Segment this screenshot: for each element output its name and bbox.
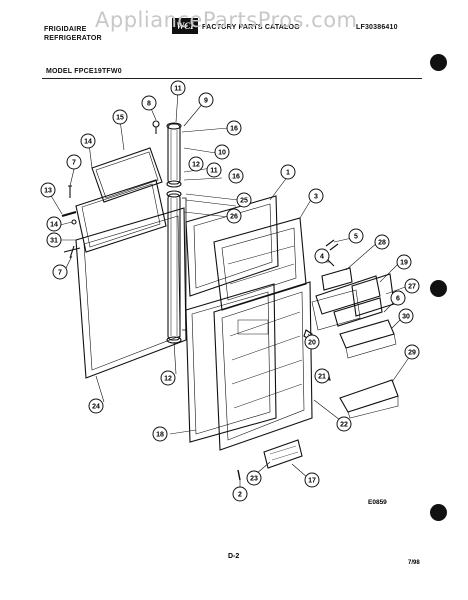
callout-label-19: 19 [400,260,408,267]
callout-label-5: 5 [354,234,358,241]
model-label: MODEL FPCE19TFW0 [46,68,122,75]
callout-circle-20 [304,334,320,350]
fresh-food-gasket [185,283,277,443]
callout-circle-6 [390,290,406,306]
callout-circle-29 [404,344,420,360]
callout-label-25: 25 [240,198,248,205]
callout-label-10: 10 [218,150,226,157]
date-code: 7/98 [408,560,420,566]
callout-label-30: 30 [402,314,410,321]
callout-circle-8 [141,95,157,111]
diagram-code: E0859 [368,499,387,506]
callout-circle-18 [152,426,168,442]
callout-circle-2 [232,486,248,502]
dairy-door [311,267,395,331]
manufacturer-logo: WCI [172,18,198,34]
callout-label-8: 8 [147,101,151,108]
callout-label-7: 7 [72,160,76,167]
callout-circle-9 [198,92,214,108]
part-number: LF30386410 [356,24,398,31]
callout-circle-7b [52,264,68,280]
callout-label-28: 28 [378,240,386,247]
page-number: D-2 [228,553,239,560]
callout-labels: 1198151614101271113143171325265284192763… [40,80,420,502]
callout-label-27: 27 [408,284,416,291]
callout-circle-1 [280,164,296,180]
callout-label-18: 18 [156,432,164,439]
callout-circle-12b [160,370,176,386]
callout-circle-30 [398,308,414,324]
leader-lines [49,91,411,490]
callout-circle-10 [214,144,230,160]
fresh-food-liner [213,281,313,451]
callout-circle-24 [88,398,104,414]
freezer-shelf-panel [213,217,307,311]
callout-label-9: 9 [204,98,208,105]
callout-circle-11b [206,162,222,178]
handle-trim-column [166,122,187,344]
callout-label-29: 29 [408,350,416,357]
door-bins [339,319,399,419]
callout-circle-5 [348,228,364,244]
callout-circle-25 [236,192,252,208]
brand-line-2: REFRIGERATOR [44,35,102,42]
callout-circle-3 [308,188,324,204]
freezer-door-gasket [91,147,163,203]
freezer-door [75,179,167,253]
callout-label-16b: 16 [232,174,240,181]
callout-label-3: 3 [314,194,318,201]
watermark: AppliancePartsPros.com [95,8,358,32]
model-rule [42,78,422,79]
callout-circle-19 [396,254,412,270]
callout-circle-26 [226,208,242,224]
callout-circle-15 [112,109,128,125]
callout-label-12b: 12 [164,376,172,383]
diagram-drawing [49,91,411,490]
callout-circle-11 [170,80,186,96]
callout-circle-22 [336,416,352,432]
binder-hole-middle [430,280,447,297]
callout-label-11: 11 [174,86,182,93]
callout-circle-7 [66,154,82,170]
callout-circle-12 [188,156,204,172]
callout-circle-17 [304,472,320,488]
callout-circle-4 [314,248,330,264]
callout-circle-28 [374,234,390,250]
callout-label-1: 1 [286,170,290,177]
callout-circle-14 [80,133,96,149]
callout-label-17: 17 [308,478,316,485]
callout-label-24: 24 [92,404,100,411]
callout-label-2: 2 [238,492,242,499]
callout-label-7b: 7 [58,270,62,277]
callout-label-4: 4 [320,254,324,261]
callout-circle-23 [246,470,262,486]
binder-hole-bottom [430,504,447,521]
callout-label-22: 22 [340,422,348,429]
callout-label-14: 14 [84,139,92,146]
callout-circle-21 [314,368,330,384]
catalog-title: FACTORY PARTS CATALOG [202,24,300,31]
callout-circle-31 [46,232,62,248]
callout-circle-14b [46,216,62,232]
callout-label-16: 16 [230,126,238,133]
callout-label-11b: 11 [210,168,218,175]
brand-line-1: FRIGIDAIRE [44,26,87,33]
callout-label-21: 21 [318,374,326,381]
callout-circle-16b [228,168,244,184]
binder-hole-top [430,54,447,71]
callout-label-20: 20 [308,340,316,347]
callout-label-13: 13 [44,188,52,195]
callout-circle-13 [40,182,56,198]
small-hardware [61,120,339,481]
callout-label-12: 12 [192,162,200,169]
callout-label-14b: 14 [50,222,58,229]
callout-label-6: 6 [396,296,400,303]
callout-label-26: 26 [230,214,238,221]
callout-label-31: 31 [50,238,58,245]
callout-circle-16 [226,120,242,136]
callout-label-23: 23 [250,476,258,483]
callout-circle-27 [404,278,420,294]
callout-label-15: 15 [116,115,124,122]
